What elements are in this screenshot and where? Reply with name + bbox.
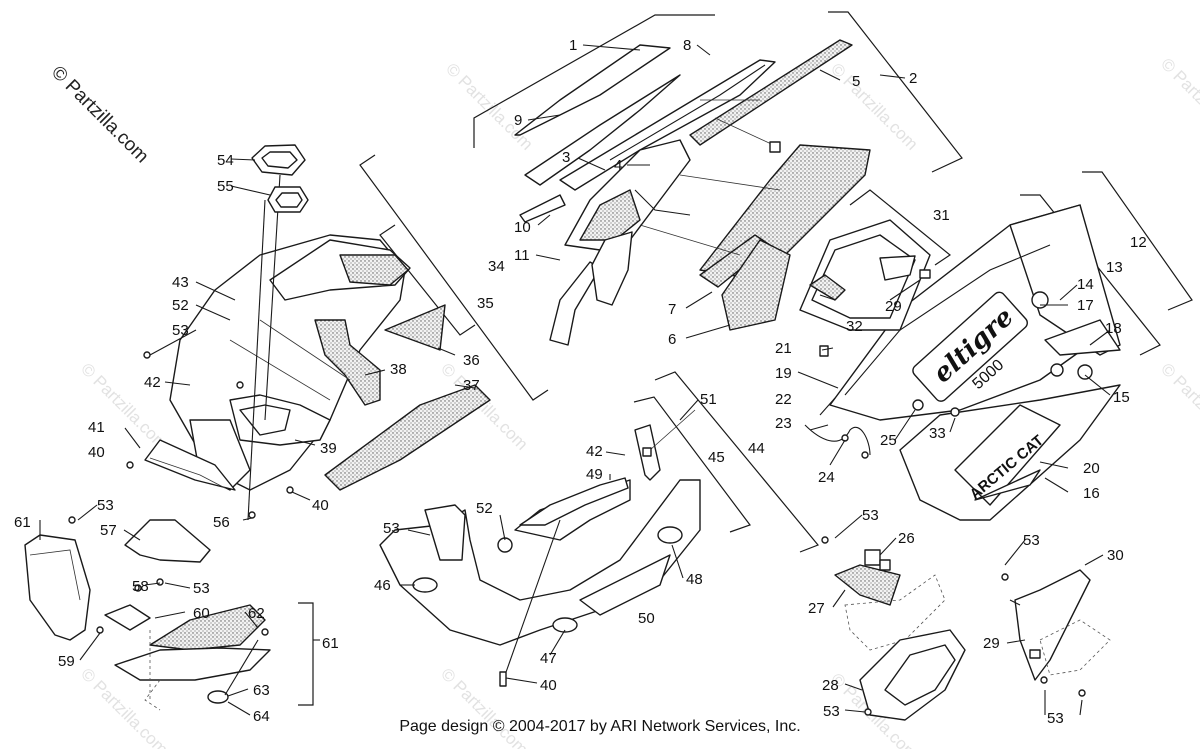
side-panel-group: eltigre 5000 ARCTIC CAT [804,171,1193,521]
callout-32: 32 [846,318,863,335]
callout-46: 46 [374,577,391,594]
callout-24: 24 [818,469,835,486]
callout-19: 19 [775,365,792,382]
watermark: © Partzilla.com [827,59,921,153]
callout-6: 6 [668,331,676,348]
callout-61b: 61 [322,635,339,652]
callout-39: 39 [320,440,337,457]
callout-62: 62 [248,605,265,622]
callout-12: 12 [1130,234,1147,251]
callout-42a: 42 [144,374,161,391]
callout-49: 49 [586,466,603,483]
callout-61a: 61 [14,514,31,531]
callout-28: 28 [822,677,839,694]
callout-38: 38 [390,361,407,378]
callout-34: 34 [488,258,505,275]
callout-54: 54 [217,152,234,169]
hood-group [473,11,963,346]
callout-15: 15 [1113,389,1130,406]
callout-5: 5 [852,73,860,90]
callout-42b: 42 [586,443,603,460]
gasket-group [251,144,309,213]
callout-9: 9 [514,112,522,129]
callout-16: 16 [1083,485,1100,502]
callout-59: 59 [58,653,75,670]
callout-29a: 29 [885,298,902,315]
callout-45: 45 [708,449,725,466]
callout-25: 25 [880,432,897,449]
callout-53b: 53 [97,497,114,514]
callout-30: 30 [1107,547,1124,564]
belly-pan-group [379,371,819,687]
callout-47: 47 [540,650,557,667]
callout-53f: 53 [823,703,840,720]
callout-21: 21 [775,340,792,357]
callout-63: 63 [253,682,270,699]
callout-41: 41 [88,419,105,436]
callout-52b: 52 [476,500,493,517]
callout-13: 13 [1106,259,1123,276]
callout-8: 8 [683,37,691,54]
callout-43: 43 [172,274,189,291]
callout-64: 64 [253,708,270,725]
callout-18: 18 [1105,320,1122,337]
callout-57: 57 [100,522,117,539]
callout-55: 55 [217,178,234,195]
callout-10: 10 [514,219,531,236]
callout-14: 14 [1077,276,1094,293]
callout-53h: 53 [1047,710,1064,727]
watermark: © Partzilla.com [437,664,531,749]
watermark: © Partzilla.com [1157,54,1200,148]
callout-37: 37 [463,377,480,394]
callout-17: 17 [1077,297,1094,314]
callout-40c: 40 [540,677,557,694]
console-group [126,154,549,521]
callout-44: 44 [748,440,765,457]
callout-33: 33 [929,425,946,442]
lower-right-group [821,536,1111,721]
callout-53a: 53 [172,322,189,339]
lower-left-group [24,516,314,711]
watermark: © Partzilla.com [1157,359,1200,453]
callout-53e: 53 [862,507,879,524]
callout-48: 48 [686,571,703,588]
callout-11: 11 [514,247,530,264]
callout-51: 51 [700,391,717,408]
callout-40b: 40 [312,497,329,514]
callout-2: 2 [909,70,917,87]
callout-36: 36 [463,352,480,369]
callout-53g: 53 [1023,532,1040,549]
callout-35: 35 [477,295,494,312]
callout-53d: 53 [383,520,400,537]
callout-4: 4 [614,157,622,174]
callout-60: 60 [193,605,210,622]
callout-1: 1 [569,37,577,54]
callout-29b: 29 [983,635,1000,652]
leader-lines [39,44,1111,716]
page-footer: Page design © 2004-2017 by ARI Network S… [399,718,801,735]
callout-56: 56 [213,514,230,531]
callout-23: 23 [775,415,792,432]
callout-53c: 53 [193,580,210,597]
callout-58: 58 [132,578,149,595]
callout-20: 20 [1083,460,1100,477]
callout-31: 31 [933,207,950,224]
watermark: © Partzilla.com [442,59,536,153]
callout-3: 3 [562,149,570,166]
callout-52a: 52 [172,297,189,314]
callout-7: 7 [668,301,676,318]
callout-26: 26 [898,530,915,547]
instrument-panel-group [799,189,952,331]
callout-22: 22 [775,391,792,408]
callout-27: 27 [808,600,825,617]
callout-labels: 1 2 3 4 5 6 7 8 9 10 11 12 13 14 15 16 1… [14,37,1147,727]
callout-40a: 40 [88,444,105,461]
callout-50: 50 [638,610,655,627]
